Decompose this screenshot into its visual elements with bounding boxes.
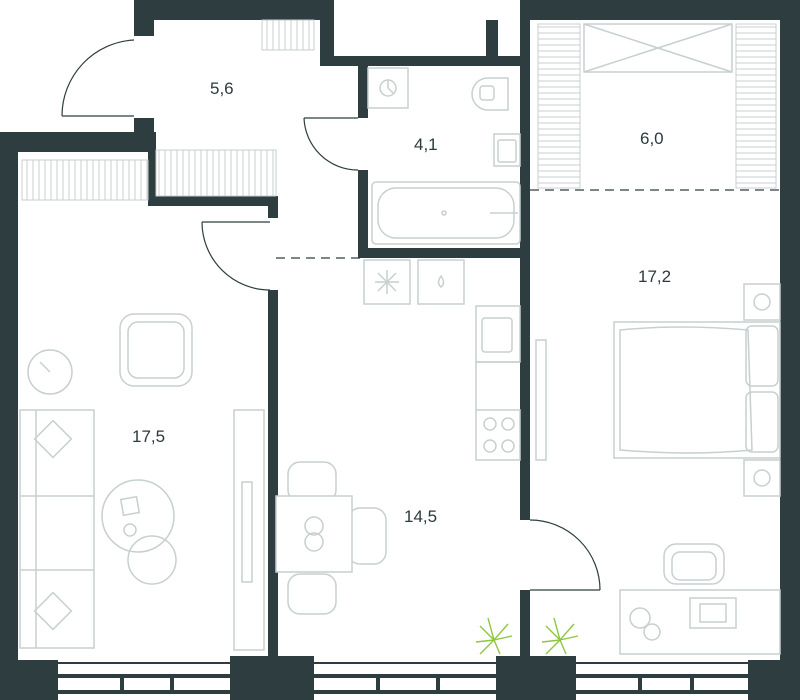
room-area-loggia: 6,0 bbox=[640, 129, 664, 148]
room-area-kitchen: 14,5 bbox=[404, 507, 437, 526]
room-area-living-room: 17,5 bbox=[132, 427, 165, 446]
room-area-bathroom: 4,1 bbox=[414, 135, 438, 154]
living-furniture bbox=[19, 313, 265, 651]
loggia-storage bbox=[583, 23, 733, 73]
windows bbox=[58, 662, 748, 694]
bathroom-fixtures bbox=[367, 67, 521, 245]
dining-set bbox=[275, 461, 387, 615]
kitchen-fixtures bbox=[363, 259, 521, 461]
room-area-bedroom: 17,2 bbox=[638, 267, 671, 286]
bedroom-furniture bbox=[613, 283, 781, 655]
radiators bbox=[21, 19, 777, 201]
doors bbox=[61, 39, 601, 591]
room-area-hall: 5,6 bbox=[210, 79, 234, 98]
plant-icon bbox=[475, 617, 579, 655]
